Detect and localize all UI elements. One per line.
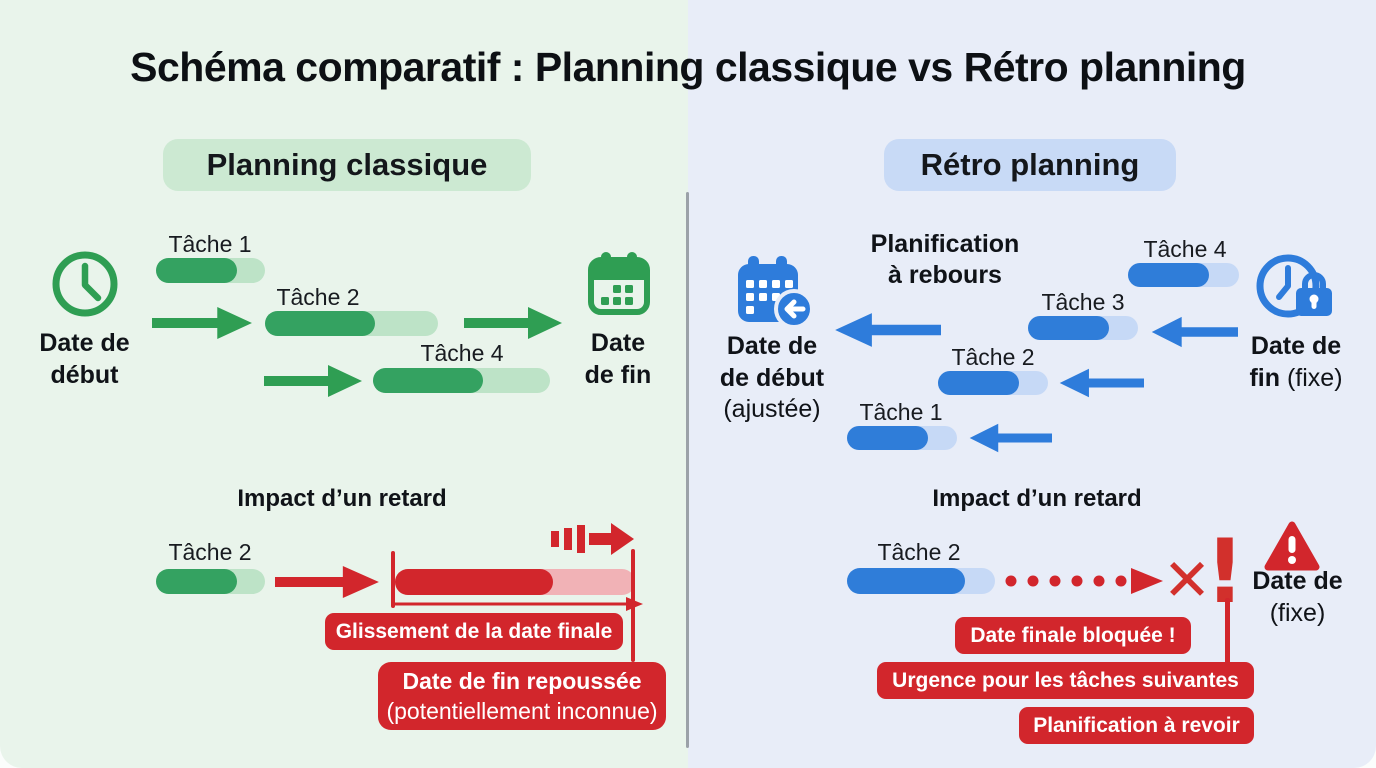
task1-bar <box>156 258 265 283</box>
backwards-planning-label: Planification à rebours <box>870 230 1020 289</box>
page-title: Schéma comparatif : Planning classique v… <box>130 44 1246 90</box>
arrow-right-icon <box>152 305 254 341</box>
pushed-callout: Date de fin repoussée (potentiellement i… <box>378 662 666 730</box>
task1-label: Tâche 1 <box>168 231 252 257</box>
task2-bar-right <box>938 371 1048 395</box>
task4-label: Tâche 4 <box>420 340 504 366</box>
impact-heading-right: Impact d’un retard <box>932 485 1142 512</box>
impact-task-label-left: Tâche 2 <box>168 539 252 565</box>
impact-task-label-right: Tâche 2 <box>877 539 961 565</box>
arrow-left-big-icon <box>833 311 941 349</box>
task4-label-right: Tâche 4 <box>1143 236 1227 262</box>
arrow-left-icon <box>1058 367 1144 399</box>
warning-triangle-icon <box>1264 521 1320 573</box>
slide-arrow-icon <box>551 521 635 557</box>
fixed-date-label: Date de (fixe) <box>1252 567 1343 627</box>
left-panel-badge: Planning classique <box>163 139 531 191</box>
slip-measure-arrow-icon <box>393 596 643 612</box>
task4-bar <box>373 368 550 393</box>
task3-bar-right <box>1028 316 1138 340</box>
impact-task-bar-left <box>156 569 265 594</box>
fixed-end-date-label: Date de fin (fixe) <box>1249 332 1343 392</box>
task1-label-right: Tâche 1 <box>859 399 943 425</box>
arrow-right-icon <box>464 305 564 341</box>
clock-lock-icon <box>1252 248 1344 340</box>
arrow-left-icon <box>968 422 1052 454</box>
x-mark: ✕ <box>1162 546 1212 614</box>
start-tick <box>391 551 395 608</box>
delay-arrow-icon <box>275 564 381 600</box>
adjusted-start-date-label: Date de de début (ajustée) <box>719 332 825 423</box>
task2-bar <box>265 311 438 336</box>
impact-task-bar-right <box>847 568 995 594</box>
blocked-callout: Date finale bloquée ! <box>955 617 1191 654</box>
task2-label: Tâche 2 <box>276 284 360 310</box>
task4-bar-right <box>1128 263 1239 287</box>
impact-connector-line <box>1225 598 1230 674</box>
slip-callout: Glissement de la date finale <box>325 613 623 650</box>
panel-divider <box>686 192 689 748</box>
task3-label-right: Tâche 3 <box>1041 289 1125 315</box>
arrow-left-icon <box>1150 315 1238 349</box>
delayed-bar <box>395 569 635 595</box>
calendar-icon <box>588 252 650 316</box>
task2-label-right: Tâche 2 <box>951 344 1035 370</box>
replan-callout: Planification à revoir <box>1019 707 1254 744</box>
start-date-label: Date de début <box>39 329 130 389</box>
urgency-callout: Urgence pour les tâches suivantes <box>877 662 1254 699</box>
task1-bar-right <box>847 426 957 450</box>
arrow-right-icon <box>264 363 364 399</box>
impact-heading-left: Impact d’un retard <box>237 485 447 512</box>
clock-icon <box>48 247 122 321</box>
right-panel-badge: Rétro planning <box>884 139 1176 191</box>
calendar-back-icon <box>736 256 816 332</box>
dotted-arrow-icon <box>1003 566 1165 596</box>
end-date-label: Date de fin <box>584 329 652 389</box>
